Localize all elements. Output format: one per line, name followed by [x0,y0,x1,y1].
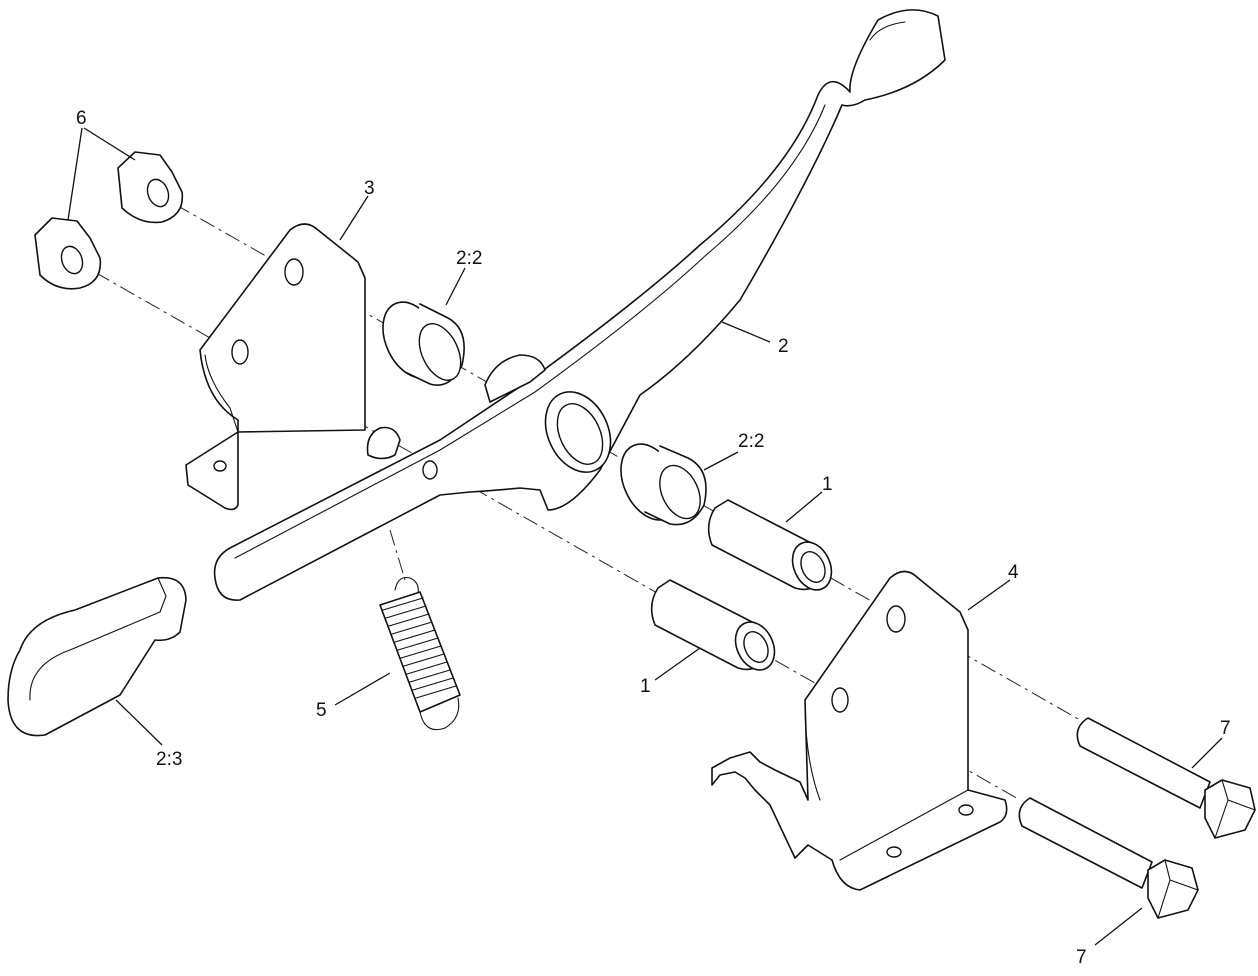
right-bracket-hole-lower [831,687,849,713]
callout-2-2-upper: 2:2 [456,248,482,269]
callout-2: 2 [778,336,789,357]
right-bracket-foot-hole-a [958,804,974,816]
lever-arm [213,9,946,601]
spacer-tube-upper [707,499,833,591]
right-bracket [711,570,1008,891]
left-bracket-hole-lower [231,339,249,365]
axis-spring [389,529,406,581]
callout-1-lower: 1 [640,676,651,697]
lever-arm-body [213,9,946,601]
extension-spring [379,576,461,731]
spacer-tubes [650,499,833,671]
right-bracket-hole-upper [886,605,906,633]
callout-labels: 6 3 2:2 2 2:2 1 4 1 5 2:3 7 7 [76,108,1231,968]
callout-1-upper: 1 [822,474,833,495]
flange-nuts [34,151,184,290]
flange-nut-upper [117,151,184,224]
spring-post [366,426,401,460]
callout-3: 3 [364,178,375,199]
lever-arm-edge [234,104,826,559]
leader-lines [67,127,1223,946]
hex-bolt-upper [1076,717,1256,839]
lever-hook-inner [869,21,906,41]
callout-7-lower: 7 [1076,947,1087,968]
lever-arm-hole [422,460,438,480]
right-bracket-foot-hole-b [886,846,902,858]
callout-2-2-middle: 2:2 [738,431,764,452]
callout-5: 5 [316,700,327,721]
callout-7-upper: 7 [1220,718,1231,739]
spacer-tube-lower [650,579,776,671]
bushing-middle [544,391,612,473]
callout-6: 6 [76,108,87,129]
callout-4: 4 [1008,562,1019,583]
lever-pivot-boss [484,354,546,403]
hex-bolt-lower [1018,797,1199,919]
flange-nut-lower [34,217,102,290]
bushings [382,301,707,526]
left-bracket [185,223,366,511]
bushing-lower [620,443,707,526]
hex-bolts [1018,717,1256,919]
grip-pad [7,576,187,737]
left-bracket-plate [185,223,366,511]
callout-2-3: 2:3 [156,749,182,770]
left-bracket-bend [204,354,239,433]
left-bracket-foot-hole [213,460,227,472]
left-bracket-hole-upper [284,258,304,286]
bushing-upper [382,301,465,386]
